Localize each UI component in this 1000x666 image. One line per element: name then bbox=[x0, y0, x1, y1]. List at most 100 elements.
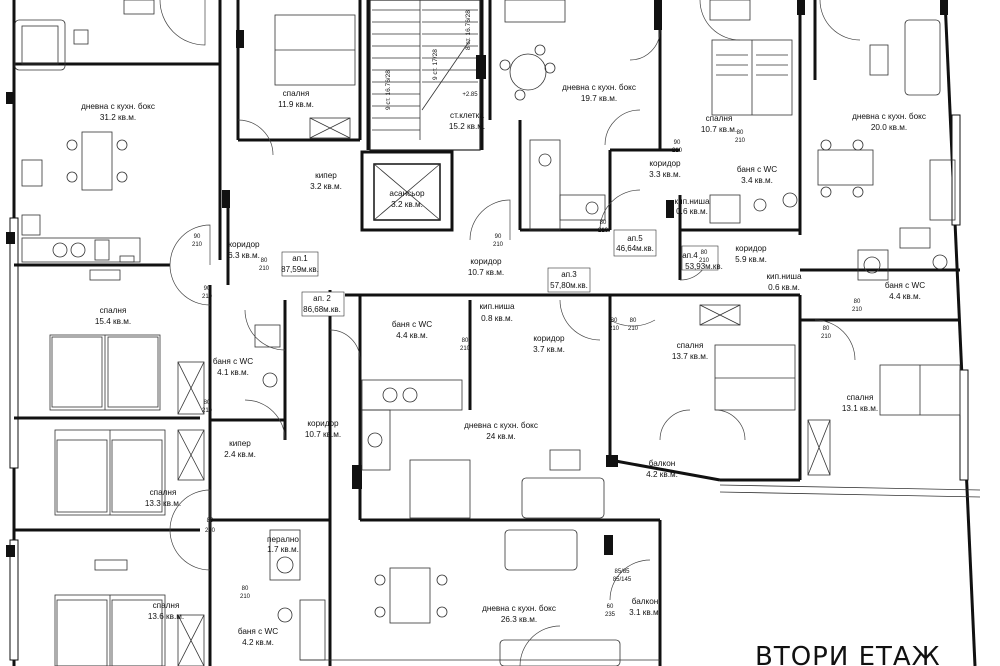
door-mark: 235 bbox=[605, 612, 616, 618]
door-mark: 80 bbox=[630, 318, 637, 324]
room-name: кип.ниша bbox=[479, 302, 515, 311]
door-mark: 210 bbox=[460, 346, 471, 352]
door-mark: 60 bbox=[607, 604, 614, 610]
apartment-label: ап.3 bbox=[561, 270, 577, 279]
room-area: 1.7 кв.м. bbox=[267, 545, 299, 554]
door-mark: 90 bbox=[495, 234, 502, 240]
room-name: коридор bbox=[470, 257, 502, 266]
room-name: кипер bbox=[315, 171, 337, 180]
room-area: 4.2 кв.м. bbox=[646, 470, 678, 479]
room-area: 6.3 кв.м. bbox=[228, 251, 260, 260]
door-mark: 210 bbox=[609, 326, 620, 332]
room-name: дневна с кухн. бокс bbox=[81, 102, 155, 111]
door-mark: 210 bbox=[628, 326, 639, 332]
apartment-label: ап.4 bbox=[682, 251, 698, 260]
room-name: дневна с кухн. бокс bbox=[464, 421, 538, 430]
room-area: 13.7 кв.м. bbox=[672, 352, 708, 361]
apartment-label: ап.1 bbox=[292, 254, 308, 263]
door-mark: 85/85 bbox=[614, 569, 630, 575]
room-area: 19.7 кв.м. bbox=[581, 94, 617, 103]
stair-label: 9 ст. 16.76/28 bbox=[385, 70, 392, 110]
room-area: 31.2 кв.м. bbox=[100, 113, 136, 122]
door-mark: 80 bbox=[204, 400, 211, 406]
door-mark: 80 bbox=[462, 338, 469, 344]
room-area: 10.7 кв.м. bbox=[701, 125, 737, 134]
door-mark: 80 bbox=[242, 586, 249, 592]
door-mark: 80 bbox=[854, 299, 861, 305]
room-area: 4.1 кв.м. bbox=[217, 368, 249, 377]
door-mark: 80 bbox=[207, 518, 214, 524]
apartment-labels: ап.1 87,59м.кв. ап. 2 86,68м.кв. ап.3 57… bbox=[281, 229, 723, 317]
stair-labels: 9 ст. 16.76/28 8 ст. 16.76/28 9 ст. 17/2… bbox=[385, 10, 478, 110]
room-area: 13.6 кв.м. bbox=[148, 612, 184, 621]
door-mark: 210 bbox=[821, 334, 832, 340]
room-name: коридор bbox=[649, 159, 681, 168]
room-area: 3.1 кв.м. bbox=[629, 608, 661, 617]
apartment-area: 87,59м.кв. bbox=[281, 265, 319, 274]
room-area: 3.2 кв.м. bbox=[391, 200, 423, 209]
door-mark: 80 bbox=[611, 318, 618, 324]
apartment-area: 46,64м.кв. bbox=[616, 244, 654, 253]
room-area: 24 кв.м. bbox=[486, 432, 516, 441]
door-mark: 210 bbox=[672, 148, 683, 154]
room-name: коридор bbox=[228, 240, 260, 249]
room-name: коридор bbox=[533, 334, 565, 343]
room-area: 10.7 кв.м. bbox=[468, 268, 504, 277]
room-area: 13.3 кв.м. bbox=[145, 499, 181, 508]
door-mark: 210 bbox=[735, 138, 746, 144]
room-area: 15.4 кв.м. bbox=[95, 317, 131, 326]
door-mark: 210 bbox=[240, 594, 251, 600]
apartment-area: 57,80м.кв. bbox=[550, 281, 588, 290]
room-name: кипер bbox=[229, 439, 251, 448]
room-name: баня с WC bbox=[213, 357, 253, 366]
door-mark: 210 bbox=[192, 242, 203, 248]
door-mark: 210 bbox=[205, 528, 216, 534]
room-area: 4.4 кв.м. bbox=[396, 331, 428, 340]
door-mark: 90 bbox=[674, 140, 681, 146]
stair-label: 9 ст. 17/28 bbox=[432, 49, 439, 80]
door-mark: 210 bbox=[202, 294, 213, 300]
walls bbox=[6, 0, 981, 666]
floor-title: ВТОРИ ЕТАЖ bbox=[755, 642, 941, 666]
doors bbox=[159, 0, 861, 666]
room-name: перално bbox=[267, 535, 299, 544]
room-area: 0.6 кв.м. bbox=[768, 283, 800, 292]
stair-label: 8 ст. 16.76/28 bbox=[465, 10, 472, 50]
room-name: дневна с кухн. бокс bbox=[562, 83, 636, 92]
room-labels: дневна с кухн. бокс 31.2 кв.м. спалня 11… bbox=[81, 83, 926, 647]
door-mark: 90 bbox=[194, 234, 201, 240]
room-name: баня с WC bbox=[392, 320, 432, 329]
door-mark: 210 bbox=[598, 228, 609, 234]
room-area: 4.2 кв.м. bbox=[242, 638, 274, 647]
room-area: 26.3 кв.м. bbox=[501, 615, 537, 624]
door-mark: 210 bbox=[699, 258, 710, 264]
room-name: спалня bbox=[706, 114, 733, 123]
room-area: 4.4 кв.м. bbox=[889, 292, 921, 301]
room-name: спалня bbox=[283, 89, 310, 98]
door-mark: 80 bbox=[701, 250, 708, 256]
room-name: ст.клетка bbox=[450, 111, 484, 120]
room-name: спалня bbox=[847, 393, 874, 402]
door-mark: 210 bbox=[259, 266, 270, 272]
room-area: 2.4 кв.м. bbox=[224, 450, 256, 459]
room-name: дневна с кухн. бокс bbox=[482, 604, 556, 613]
door-mark: 80 bbox=[737, 130, 744, 136]
furniture bbox=[14, 0, 961, 666]
door-mark: 210 bbox=[202, 408, 213, 414]
room-area: 15.2 кв.м. bbox=[449, 122, 485, 131]
apartment-area: 53,93м.кв. bbox=[685, 262, 723, 271]
room-name: баня с WC bbox=[238, 627, 278, 636]
room-name: кип.ниша bbox=[766, 272, 802, 281]
room-area: 3.3 кв.м. bbox=[649, 170, 681, 179]
room-name: балкон bbox=[649, 459, 676, 468]
room-area: 3.4 кв.м. bbox=[741, 176, 773, 185]
room-area: 5.9 кв.м. bbox=[735, 255, 767, 264]
door-mark: 80 bbox=[600, 220, 607, 226]
level-mark: +2.85 bbox=[462, 92, 478, 98]
room-name: коридор bbox=[735, 244, 767, 253]
door-mark: 85/145 bbox=[613, 577, 632, 583]
room-name: спалня bbox=[677, 341, 704, 350]
room-name: балкон bbox=[632, 597, 659, 606]
door-mark: 210 bbox=[852, 307, 863, 313]
apartment-area: 86,68м.кв. bbox=[303, 305, 341, 314]
